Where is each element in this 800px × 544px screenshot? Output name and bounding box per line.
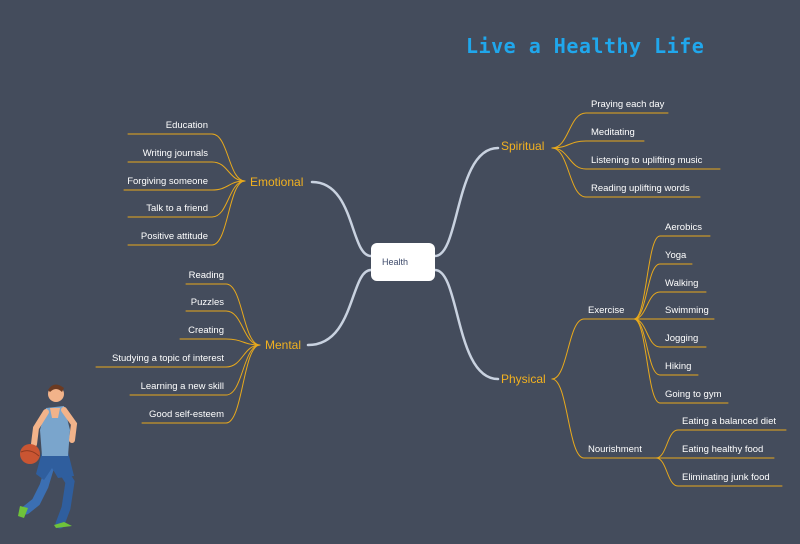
leaf-spiritual-2[interactable]: Meditating bbox=[591, 127, 635, 138]
sub-branch-exercise[interactable]: Exercise bbox=[588, 305, 625, 316]
leaf-exercise-2[interactable]: Yoga bbox=[665, 250, 687, 261]
link-mental-2 bbox=[225, 338, 261, 346]
branch-mental[interactable]: Mental bbox=[265, 338, 302, 352]
link-mental-0 bbox=[225, 283, 261, 346]
leaf-exercise-7[interactable]: Going to gym bbox=[665, 389, 722, 400]
link-nourishment-2 bbox=[655, 457, 679, 487]
link-physical-exercise bbox=[551, 318, 585, 380]
link-root-physical bbox=[433, 268, 500, 381]
leaf-exercise-6[interactable]: Hiking bbox=[665, 361, 692, 372]
leaf-exercise-3[interactable]: Walking bbox=[665, 278, 699, 289]
link-physical-nourishment bbox=[551, 378, 585, 459]
leaf-exercise-5[interactable]: Jogging bbox=[665, 333, 699, 344]
link-mental-1 bbox=[225, 310, 261, 346]
leaf-mental-4[interactable]: Studying a topic of interest bbox=[112, 353, 224, 364]
leaf-spiritual-1[interactable]: Praying each day bbox=[591, 99, 665, 110]
leaf-exercise-1[interactable]: Aerobics bbox=[665, 222, 702, 233]
link-exercise-2 bbox=[633, 291, 661, 320]
leaf-emotional-4[interactable]: Talk to a friend bbox=[146, 203, 208, 214]
link-root-spiritual bbox=[433, 146, 500, 258]
link-mental-5 bbox=[225, 344, 261, 424]
link-exercise-0 bbox=[633, 235, 661, 320]
leaf-mental-6[interactable]: Good self-esteem bbox=[149, 409, 224, 420]
leaf-nourishment-2[interactable]: Eating healthy food bbox=[682, 444, 764, 455]
link-emotional-1 bbox=[211, 161, 246, 182]
basketball-player-illustration bbox=[18, 384, 78, 529]
root-node-label: Health bbox=[382, 257, 409, 267]
leaf-mental-2[interactable]: Puzzles bbox=[190, 297, 224, 308]
link-nourishment-0 bbox=[655, 429, 679, 459]
leaf-spiritual-4[interactable]: Reading uplifting words bbox=[591, 183, 690, 194]
link-spiritual-3 bbox=[551, 147, 587, 198]
link-spiritual-2 bbox=[551, 147, 587, 170]
leaf-mental-5[interactable]: Learning a new skill bbox=[140, 381, 224, 392]
leaf-emotional-2[interactable]: Writing journals bbox=[142, 148, 208, 159]
root-node-health[interactable]: Health bbox=[371, 243, 435, 281]
page-title: Live a Healthy Life bbox=[466, 34, 705, 58]
link-emotional-0 bbox=[211, 133, 246, 182]
leaf-exercise-4[interactable]: Swimming bbox=[665, 305, 709, 316]
leaf-mental-3[interactable]: Creating bbox=[188, 325, 224, 336]
link-mental-4 bbox=[225, 344, 261, 396]
branch-physical[interactable]: Physical bbox=[501, 372, 546, 386]
leaf-mental-1[interactable]: Reading bbox=[188, 270, 224, 281]
leaf-nourishment-1[interactable]: Eating a balanced diet bbox=[682, 416, 777, 427]
leaf-emotional-5[interactable]: Positive attitude bbox=[140, 231, 208, 242]
link-exercise-5 bbox=[633, 318, 661, 376]
link-spiritual-1 bbox=[551, 140, 587, 149]
link-spiritual-0 bbox=[551, 112, 587, 149]
leaf-spiritual-3[interactable]: Listening to uplifting music bbox=[591, 155, 703, 166]
sub-branch-nourishment[interactable]: Nourishment bbox=[588, 444, 642, 455]
link-root-emotional bbox=[310, 180, 373, 258]
leaf-nourishment-3[interactable]: Eliminating junk food bbox=[682, 472, 770, 483]
branch-emotional[interactable]: Emotional bbox=[250, 175, 304, 189]
leaf-emotional-1[interactable]: Education bbox=[165, 120, 208, 131]
link-emotional-4 bbox=[211, 180, 246, 246]
link-exercise-1 bbox=[633, 263, 661, 320]
link-exercise-6 bbox=[633, 318, 661, 404]
branch-spiritual[interactable]: Spiritual bbox=[501, 139, 545, 153]
leaf-emotional-3[interactable]: Forgiving someone bbox=[127, 176, 208, 187]
link-exercise-4 bbox=[633, 318, 661, 348]
link-root-mental bbox=[306, 268, 373, 347]
